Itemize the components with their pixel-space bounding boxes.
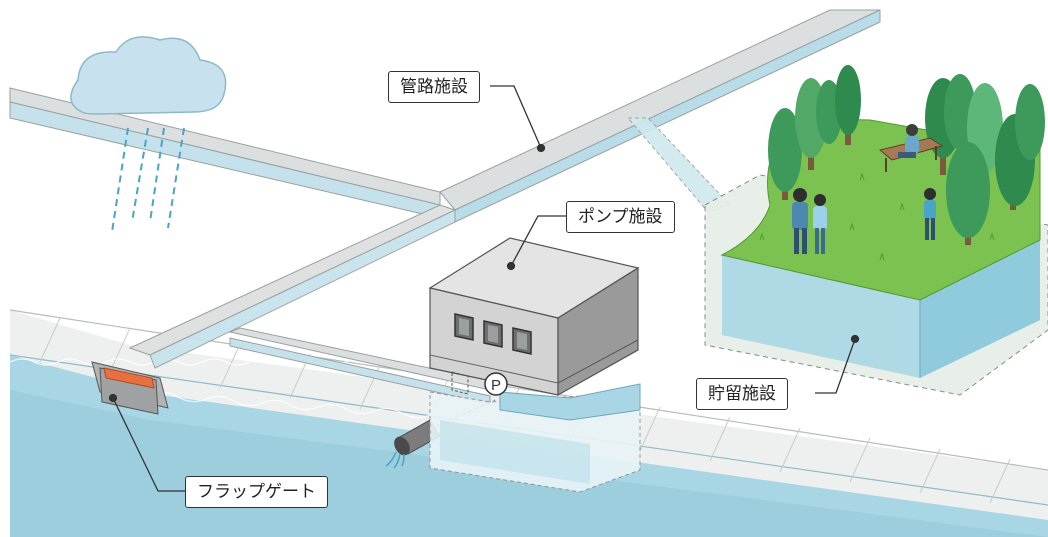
park-people bbox=[792, 124, 936, 254]
pump-facility-label: ポンプ施設 bbox=[566, 201, 675, 233]
pipeline-facility-label: 管路施設 bbox=[388, 71, 480, 103]
pump-symbol-letter: P bbox=[491, 377, 501, 394]
storage-leader bbox=[815, 338, 856, 394]
pipeline-network bbox=[9, 9, 881, 405]
rain-cloud bbox=[70, 36, 227, 233]
rain-streaks bbox=[111, 127, 185, 233]
park-trees bbox=[768, 65, 1045, 245]
flap-gate bbox=[91, 361, 169, 415]
pump-symbol: P bbox=[484, 372, 508, 396]
callout-leaders bbox=[108, 85, 860, 492]
flap-gate-leader bbox=[112, 397, 185, 492]
pump-leader bbox=[510, 215, 566, 267]
storage-facility bbox=[704, 65, 1048, 396]
pump-building bbox=[428, 237, 641, 493]
pipeline-leader bbox=[490, 85, 542, 149]
flap-gate-label: フラップゲート bbox=[185, 476, 328, 508]
storage-facility-label: 貯留施設 bbox=[696, 378, 788, 410]
